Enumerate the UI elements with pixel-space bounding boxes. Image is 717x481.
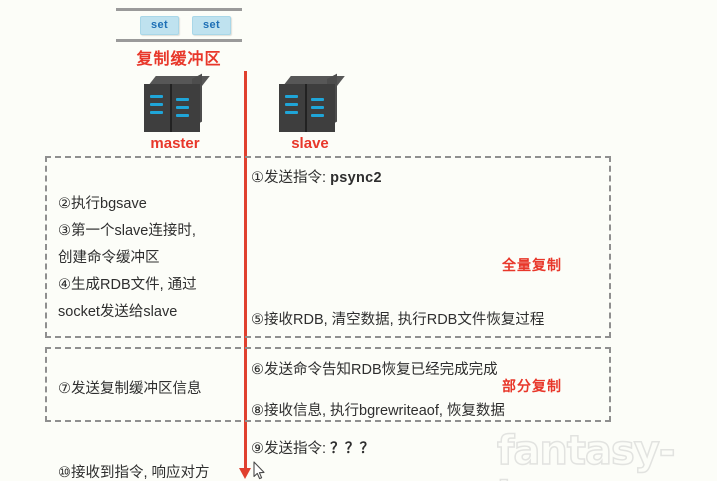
master-step-3-cont: 创建命令缓冲区 — [58, 250, 160, 266]
replication-buffer-label: 复制缓冲区 — [136, 51, 222, 68]
mouse-cursor-icon — [253, 461, 266, 480]
set-command-box-1: set — [140, 16, 179, 35]
master-step-2: ②执行bgsave — [58, 196, 147, 212]
watermark-text: fantasy-ke — [496, 427, 676, 481]
full-replication-box — [45, 156, 611, 338]
slave-step-6: ⑥发送命令告知RDB恢复已经完成完成 — [251, 362, 498, 378]
master-step-10: ⑩接收到指令, 响应对方 — [58, 465, 210, 481]
node-label-master: master — [150, 135, 200, 152]
slave-step-1-command: psync2 — [330, 170, 382, 186]
replication-buffer-strip: set set — [116, 6, 242, 42]
slave-step-8: ⑧接收信息, 执行bgrewriteaof, 恢复数据 — [251, 403, 505, 419]
slave-step-9: ⑨发送指令: ？？？ — [251, 437, 374, 458]
slave-step-5: ⑤接收RDB, 清空数据, 执行RDB文件恢复过程 — [251, 312, 545, 328]
partial-replication-box — [45, 347, 611, 422]
full-replication-label: 全量复制 — [502, 257, 562, 273]
slave-step-1: ①发送指令: psync2 — [251, 166, 382, 187]
set-command-box-2: set — [192, 16, 231, 35]
slave-step-1-prefix: ①发送指令: — [251, 170, 327, 186]
server-icon-master — [144, 73, 210, 134]
master-step-7: ⑦发送复制缓冲区信息 — [58, 381, 202, 397]
node-label-slave: slave — [291, 135, 329, 152]
master-step-4: ④生成RDB文件, 通过 — [58, 277, 197, 293]
slave-step-9-command: ？？？ — [330, 441, 375, 457]
master-step-4-cont: socket发送给slave — [58, 304, 178, 320]
master-step-3: ③第一个slave连接时, — [58, 223, 196, 239]
partial-replication-label: 部分复制 — [502, 378, 562, 394]
divider-arrow-icon — [239, 468, 251, 479]
server-icon-slave — [279, 73, 345, 134]
buffer-line-bottom — [116, 39, 242, 42]
buffer-line-top — [116, 8, 242, 11]
slave-step-9-prefix: ⑨发送指令: — [251, 441, 327, 457]
master-slave-divider-line — [244, 71, 247, 473]
